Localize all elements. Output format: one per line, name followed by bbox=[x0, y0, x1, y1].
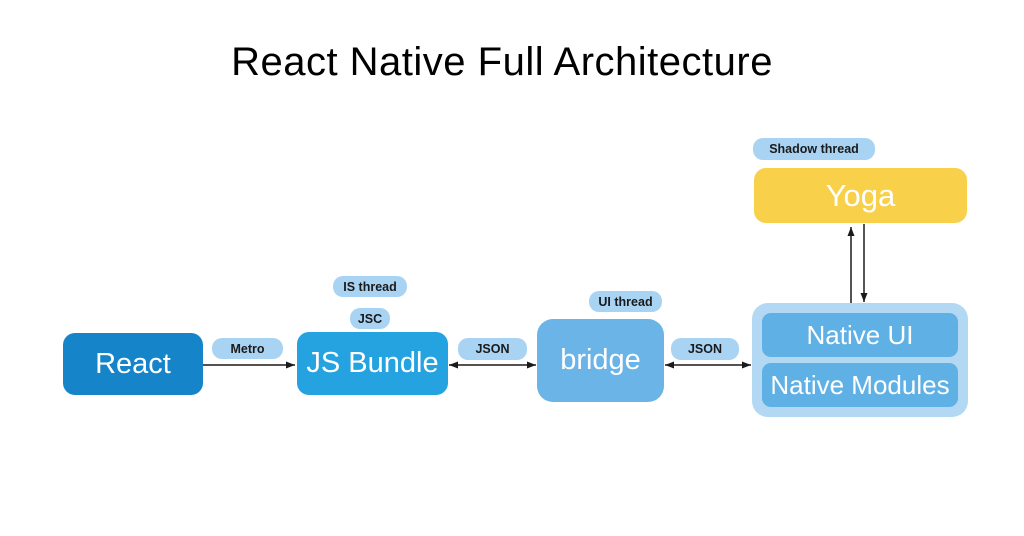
bridge-node: bridge bbox=[537, 319, 664, 402]
is-thread-badge: IS thread bbox=[333, 276, 407, 297]
metro-edge-label: Metro bbox=[212, 338, 283, 359]
shadow-thread-badge: Shadow thread bbox=[753, 138, 875, 160]
js-bundle-node-label: JS Bundle bbox=[306, 347, 439, 379]
native-container: Native UI Native Modules bbox=[752, 303, 968, 417]
jsc-badge: JSC bbox=[350, 308, 390, 329]
react-node: React bbox=[63, 333, 203, 395]
yoga-node-label: Yoga bbox=[825, 177, 896, 213]
react-node-label: React bbox=[95, 347, 171, 380]
native-ui-node-label: Native UI bbox=[806, 319, 914, 350]
json-right-edge-label: JSON bbox=[671, 338, 739, 360]
bridge-node-label: bridge bbox=[560, 344, 641, 376]
json-left-edge-label: JSON bbox=[458, 338, 527, 360]
ui-thread-badge: UI thread bbox=[589, 291, 662, 312]
diagram-title: React Native Full Architecture bbox=[231, 40, 773, 84]
native-modules-node-label: Native Modules bbox=[770, 369, 950, 400]
native-modules-node: Native Modules bbox=[762, 363, 958, 407]
yoga-node: Yoga bbox=[754, 168, 967, 223]
native-ui-node: Native UI bbox=[762, 313, 958, 357]
js-bundle-node: JS Bundle bbox=[297, 332, 448, 395]
